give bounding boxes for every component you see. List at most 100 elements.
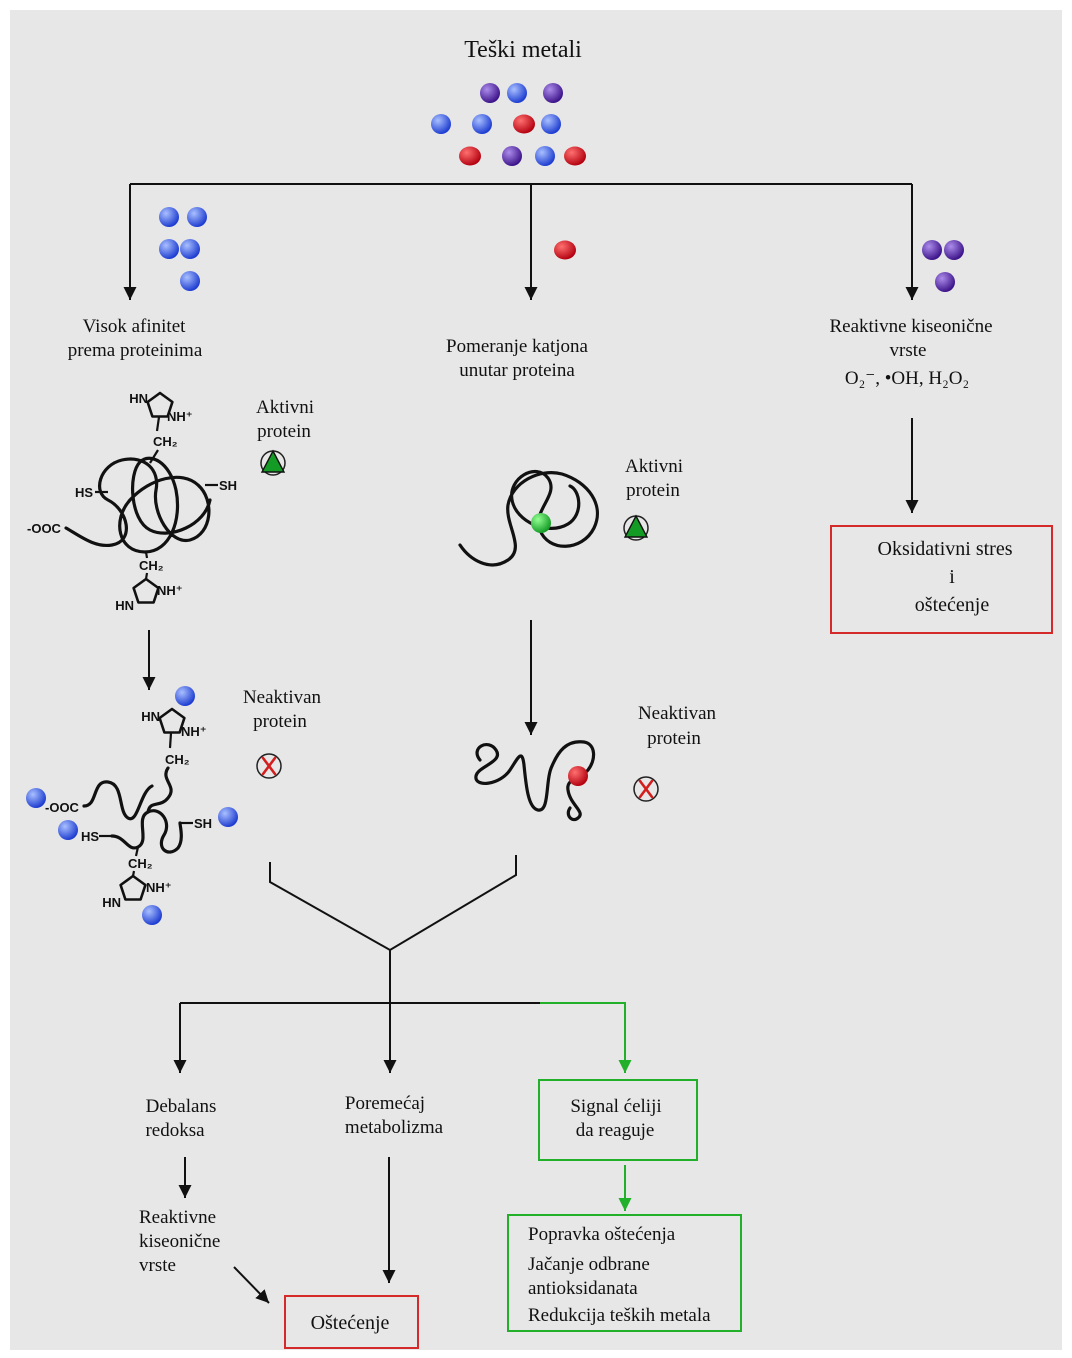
arrow-to-cell-signal xyxy=(540,1002,632,1073)
redox-imbalance-label: redoksa xyxy=(145,1120,205,1141)
secondary-ros-label: Reaktivne xyxy=(139,1207,216,1228)
chem-label: HS xyxy=(75,485,93,500)
high-affinity-label: prema proteinima xyxy=(68,340,203,361)
metabolic-disruption-label: Poremećaj xyxy=(345,1093,425,1114)
chem-label: HN xyxy=(115,598,134,613)
active-protein-label: protein xyxy=(257,421,311,442)
cell-signal-box xyxy=(538,1079,698,1161)
bond-line xyxy=(168,732,173,749)
inactive-protein-label: Neaktivan xyxy=(638,703,717,724)
bound-blue-metal-ball xyxy=(26,788,46,808)
repair-box xyxy=(507,1214,742,1332)
chem-label: HN xyxy=(129,391,148,406)
chem-label: NH⁺ xyxy=(181,724,207,739)
repair-label: Popravka oštećenja xyxy=(528,1224,676,1245)
top-splitter-arrows xyxy=(123,183,919,300)
green-triangle xyxy=(260,449,286,473)
red-metal-ball xyxy=(554,240,576,260)
purple-metal-group xyxy=(922,240,964,292)
blue-metal-ball xyxy=(431,114,451,134)
native-cation-ball xyxy=(531,513,551,533)
oxidative-stress-box xyxy=(830,525,1053,634)
icon-circle xyxy=(633,776,659,802)
chem-label: HN xyxy=(102,895,121,910)
active-triangle-icon xyxy=(260,449,286,476)
chem-label: NH⁺ xyxy=(157,583,183,598)
damage-box xyxy=(284,1295,419,1349)
bound-blue-metal-ball xyxy=(175,686,195,706)
repair-label: Redukcija teških metala xyxy=(528,1305,711,1326)
bond-line xyxy=(134,846,140,857)
displacing-red-metal-ball xyxy=(568,766,588,786)
bond-line xyxy=(144,551,149,559)
red-metal-ball xyxy=(513,114,535,134)
protein-chain xyxy=(474,740,596,822)
active-triangle-icon xyxy=(623,514,649,541)
inactive-x-icon xyxy=(256,753,282,779)
chem-label: -OOC xyxy=(45,800,80,815)
purple-metal-ball xyxy=(502,146,522,166)
chem-label: NH⁺ xyxy=(167,409,193,424)
protein-chain xyxy=(110,809,183,854)
bound-blue-metal-ball xyxy=(142,905,162,925)
blue-metal-group xyxy=(159,207,207,291)
blue-metal-ball xyxy=(159,239,179,259)
chem-label: SH xyxy=(194,816,212,831)
blue-metal-ball xyxy=(535,146,555,166)
chem-label: CH₂ xyxy=(165,752,190,767)
bond-line xyxy=(149,449,159,464)
chem-label: CH₂ xyxy=(139,558,164,573)
left-active-protein: HN NH⁺ CH₂ HS SH -OOC CH₂ NH⁺ HN xyxy=(27,391,237,613)
blue-metal-ball xyxy=(507,83,527,103)
imidazole-ring xyxy=(132,577,160,604)
ros-label: Reaktivne kiseonične xyxy=(829,316,992,337)
ros-label: vrste xyxy=(890,340,927,361)
oxidative-stress-text: Oksidativni stres xyxy=(878,538,1013,560)
active-protein-label: Aktivni xyxy=(625,456,683,477)
ros-species-formulas: O₂⁻, •OH, H₂O₂ xyxy=(845,368,969,389)
secondary-ros-label: vrste xyxy=(139,1255,176,1276)
chem-label: HN xyxy=(141,709,160,724)
active-protein-label: Aktivni xyxy=(256,397,314,418)
imidazole-ring xyxy=(158,707,186,734)
heavy-metal-cluster xyxy=(431,83,586,166)
x-stroke xyxy=(638,779,654,799)
imidazole-ring xyxy=(119,874,147,901)
chem-label: CH₂ xyxy=(128,856,153,871)
purple-metal-ball xyxy=(543,83,563,103)
chem-label: CH₂ xyxy=(153,434,178,449)
icon-circle xyxy=(256,753,282,779)
metabolic-disruption-label: metabolizma xyxy=(345,1117,444,1138)
inactive-x-icon xyxy=(633,776,659,802)
arrow-ros-to-damage xyxy=(233,1266,270,1304)
cation-displacement-label: Pomeranje katjona xyxy=(446,336,588,357)
cell-signal-label: da reaguje xyxy=(576,1120,655,1141)
blue-metal-ball xyxy=(472,114,492,134)
secondary-ros-label: kiseonične xyxy=(139,1231,220,1252)
purple-metal-ball xyxy=(944,240,964,260)
blue-metal-ball xyxy=(187,207,207,227)
protein-chain xyxy=(146,766,173,814)
high-affinity-label: Visok afinitet xyxy=(83,316,187,337)
blue-metal-ball xyxy=(541,114,561,134)
active-protein-label: protein xyxy=(626,480,680,501)
diagram-title: Teški metali xyxy=(464,37,582,63)
redox-imbalance-label: Debalans xyxy=(146,1096,217,1117)
background-panel xyxy=(10,10,1062,1350)
repair-label: antioksidanata xyxy=(528,1278,638,1299)
chem-label: NH⁺ xyxy=(146,880,172,895)
protein-chain xyxy=(82,780,154,821)
oxidative-stress-text: i xyxy=(949,566,955,588)
purple-metal-ball xyxy=(922,240,942,260)
inactive-protein-label: protein xyxy=(253,711,307,732)
cell-signal-label: Signal ćeliji xyxy=(570,1096,661,1117)
purple-metal-ball xyxy=(935,272,955,292)
bond-line xyxy=(155,416,161,432)
chem-label: SH xyxy=(219,478,237,493)
chem-label: HS xyxy=(81,829,99,844)
blue-metal-ball xyxy=(180,239,200,259)
red-metal-ball xyxy=(564,146,586,166)
purple-metal-ball xyxy=(480,83,500,103)
blue-metal-ball xyxy=(180,271,200,291)
